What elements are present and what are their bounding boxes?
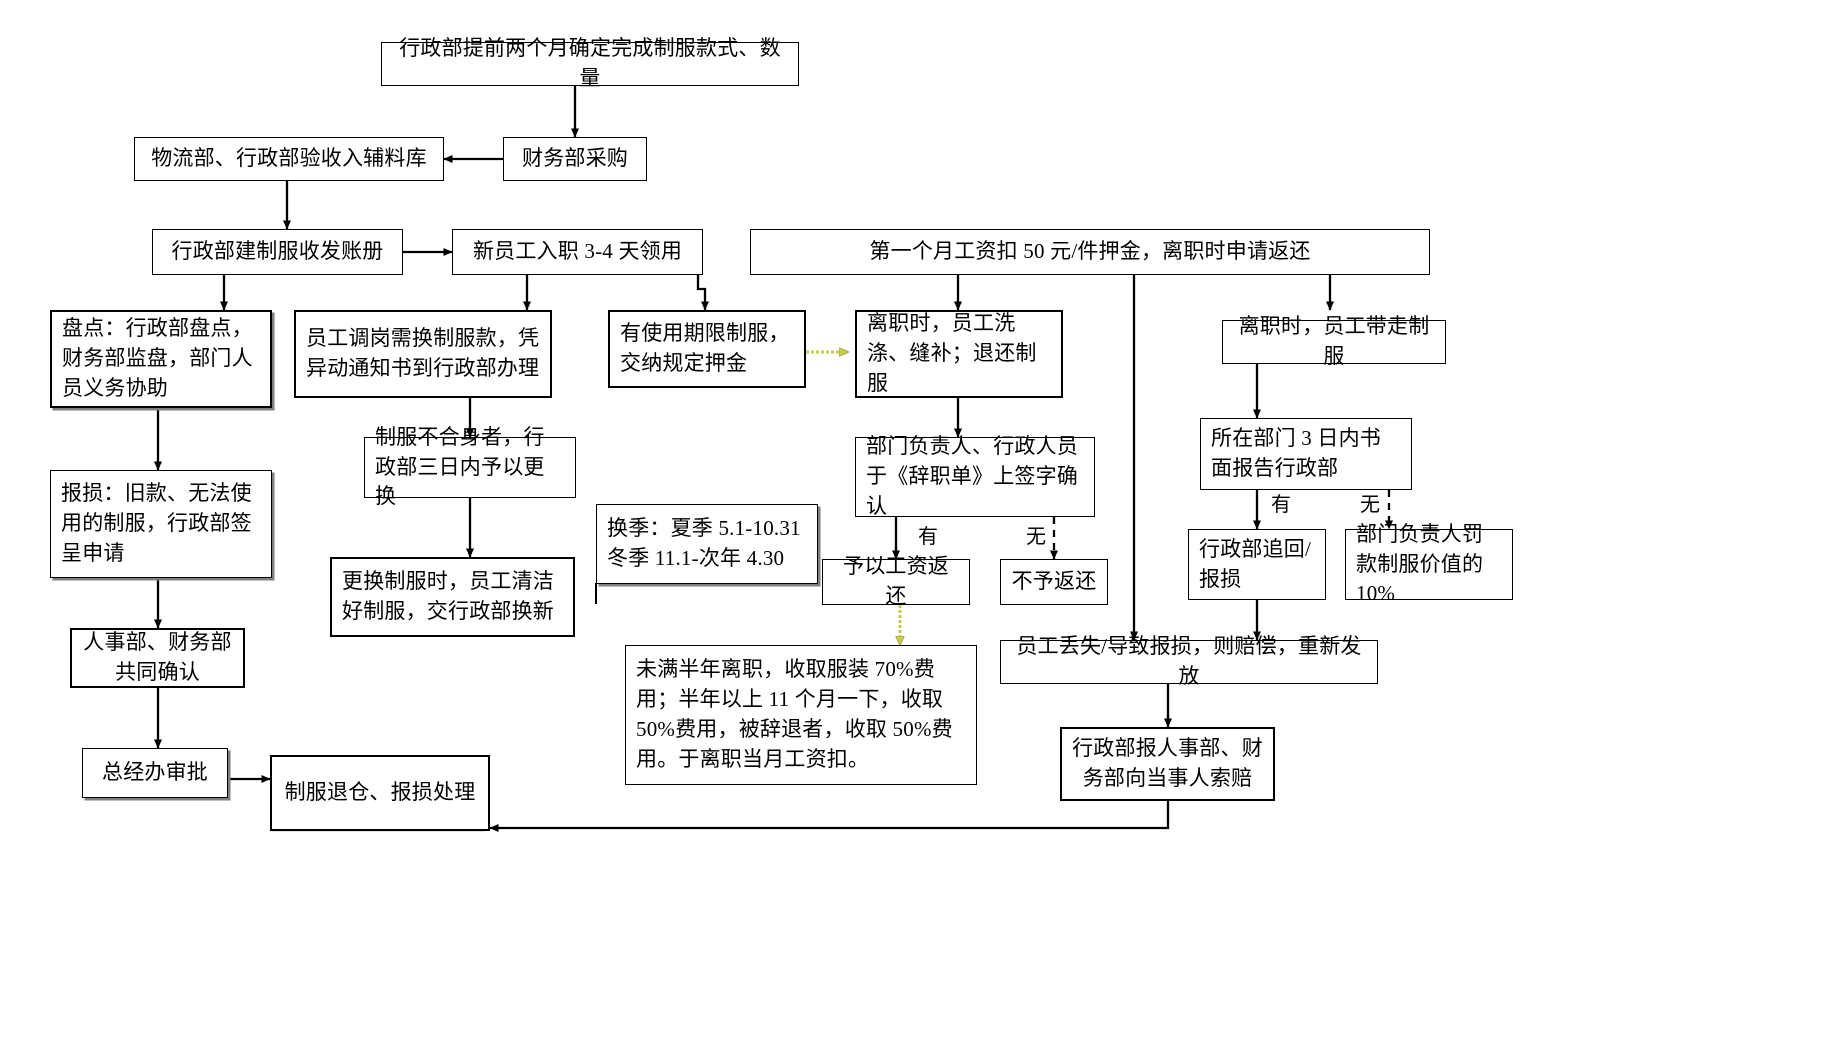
node-inventory-check[interactable]: 盘点：行政部盘点，财务部监盘，部门人员义务协助 xyxy=(50,310,272,408)
node-resign-take-uniform[interactable]: 离职时，员工带走制服 xyxy=(1222,314,1446,368)
node-label: 离职时，员工带走制服 xyxy=(1238,314,1430,368)
node-manager-penalty[interactable]: 部门负责人罚款制服价值的 10% xyxy=(1345,522,1513,605)
node-loss-compensation[interactable]: 员工丢失/导致报损，则赔偿，重新发放 xyxy=(1000,634,1378,688)
node-logistics-receive[interactable]: 物流部、行政部验收入辅料库 xyxy=(134,137,444,181)
edge-label-yes-2: 有 xyxy=(1271,494,1291,516)
note-label: 换季：夏季 5.1-10.31 冬季 11.1-次年 4.30 xyxy=(607,516,801,570)
node-label: 制服不合身者，行政部三日内予以更换 xyxy=(375,424,545,509)
node-label: 行政部建制服收发账册 xyxy=(171,239,384,264)
node-label: 未满半年离职，收取服装 70%费用；半年以上 11 个月一下，收取 50%费用，… xyxy=(636,657,953,771)
node-resign-wash-return[interactable]: 离职时，员工洗涤、缝补；退还制服 xyxy=(855,310,1063,398)
node-label: 行政部提前两个月确定完成制服款式、数量 xyxy=(399,36,781,90)
node-replace-clean-uniform[interactable]: 更换制服时，员工清洁好制服，交行政部换新 xyxy=(330,557,575,637)
node-scrap-report[interactable]: 报损：旧款、无法使用的制服，行政部签呈申请 xyxy=(50,470,272,578)
node-label: 人事部、财务部共同确认 xyxy=(83,630,232,684)
node-label: 盘点：行政部盘点，财务部监盘，部门人员义务协助 xyxy=(62,316,253,400)
node-label: 物流部、行政部验收入辅料库 xyxy=(151,146,427,171)
node-label: 总经办审批 xyxy=(102,760,208,785)
node-admin-recover-scrap[interactable]: 行政部追回/报损 xyxy=(1188,529,1326,600)
node-label: 新员工入职 3-4 天领用 xyxy=(472,239,683,264)
node-gm-approval[interactable]: 总经办审批 xyxy=(82,748,228,798)
node-label: 行政部追回/报损 xyxy=(1199,536,1312,591)
node-label: 所在部门 3 日内书面报告行政部 xyxy=(1211,426,1381,480)
node-admin-claim[interactable]: 行政部报人事部、财务部向当事人索赔 xyxy=(1060,727,1275,801)
node-label: 离职时，员工洗涤、缝补；退还制服 xyxy=(867,311,1037,395)
node-new-employee-issue[interactable]: 新员工入职 3-4 天领用 xyxy=(452,229,703,275)
node-ill-fitting-replace[interactable]: 制服不合身者，行政部三日内予以更换 xyxy=(364,425,576,508)
node-label: 部门负责人、行政人员于《辞职单》上签字确认 xyxy=(866,434,1078,518)
node-limited-term-uniform[interactable]: 有使用期限制服，交纳规定押金 xyxy=(608,310,806,388)
edge-label-no-1: 无 xyxy=(1026,526,1046,548)
edge-label-no-2: 无 xyxy=(1360,494,1380,516)
node-label: 更换制服时，员工清洁好制服，交行政部换新 xyxy=(342,569,554,623)
node-hr-finance-confirm[interactable]: 人事部、财务部共同确认 xyxy=(70,628,245,688)
edge-label-yes-1: 有 xyxy=(918,526,938,548)
node-label: 员工调岗需换制服款，凭异动通知书到行政部办理 xyxy=(306,326,540,380)
node-label: 员工丢失/导致报损，则赔偿，重新发放 xyxy=(1016,634,1362,688)
node-label: 行政部报人事部、财务部向当事人索赔 xyxy=(1072,736,1263,790)
note-season-change: 换季：夏季 5.1-10.31 冬季 11.1-次年 4.30 xyxy=(596,504,818,584)
node-salary-refund[interactable]: 予以工资返还 xyxy=(822,554,970,608)
node-admin-confirm-style[interactable]: 行政部提前两个月确定完成制服款式、数量 xyxy=(381,36,799,90)
node-transfer-change-uniform[interactable]: 员工调岗需换制服款，凭异动通知书到行政部办理 xyxy=(294,310,552,398)
node-label: 不予返还 xyxy=(1011,569,1097,594)
node-label: 部门负责人罚款制服价值的 10% xyxy=(1356,521,1484,606)
node-label: 报损：旧款、无法使用的制服，行政部签呈申请 xyxy=(61,481,252,565)
node-first-month-deposit[interactable]: 第一个月工资扣 50 元/件押金，离职时申请返还 xyxy=(750,229,1430,275)
node-label: 予以工资返还 xyxy=(843,554,949,608)
node-label: 财务部采购 xyxy=(522,146,628,171)
node-label: 第一个月工资扣 50 元/件押金，离职时申请返还 xyxy=(869,239,1311,264)
node-label: 有使用期限制服，交纳规定押金 xyxy=(620,321,790,375)
node-label: 制服退仓、报损处理 xyxy=(284,780,476,805)
node-manager-sign-resignation[interactable]: 部门负责人、行政人员于《辞职单》上签字确认 xyxy=(855,434,1095,518)
node-admin-ledger[interactable]: 行政部建制服收发账册 xyxy=(152,229,403,275)
node-dept-written-report[interactable]: 所在部门 3 日内书面报告行政部 xyxy=(1200,418,1412,490)
node-uniform-return-scrap[interactable]: 制服退仓、报损处理 xyxy=(270,755,490,831)
node-no-refund[interactable]: 不予返还 xyxy=(1000,559,1108,605)
node-finance-purchase[interactable]: 财务部采购 xyxy=(503,137,647,181)
node-resign-fee-rules[interactable]: 未满半年离职，收取服装 70%费用；半年以上 11 个月一下，收取 50%费用，… xyxy=(625,645,977,785)
